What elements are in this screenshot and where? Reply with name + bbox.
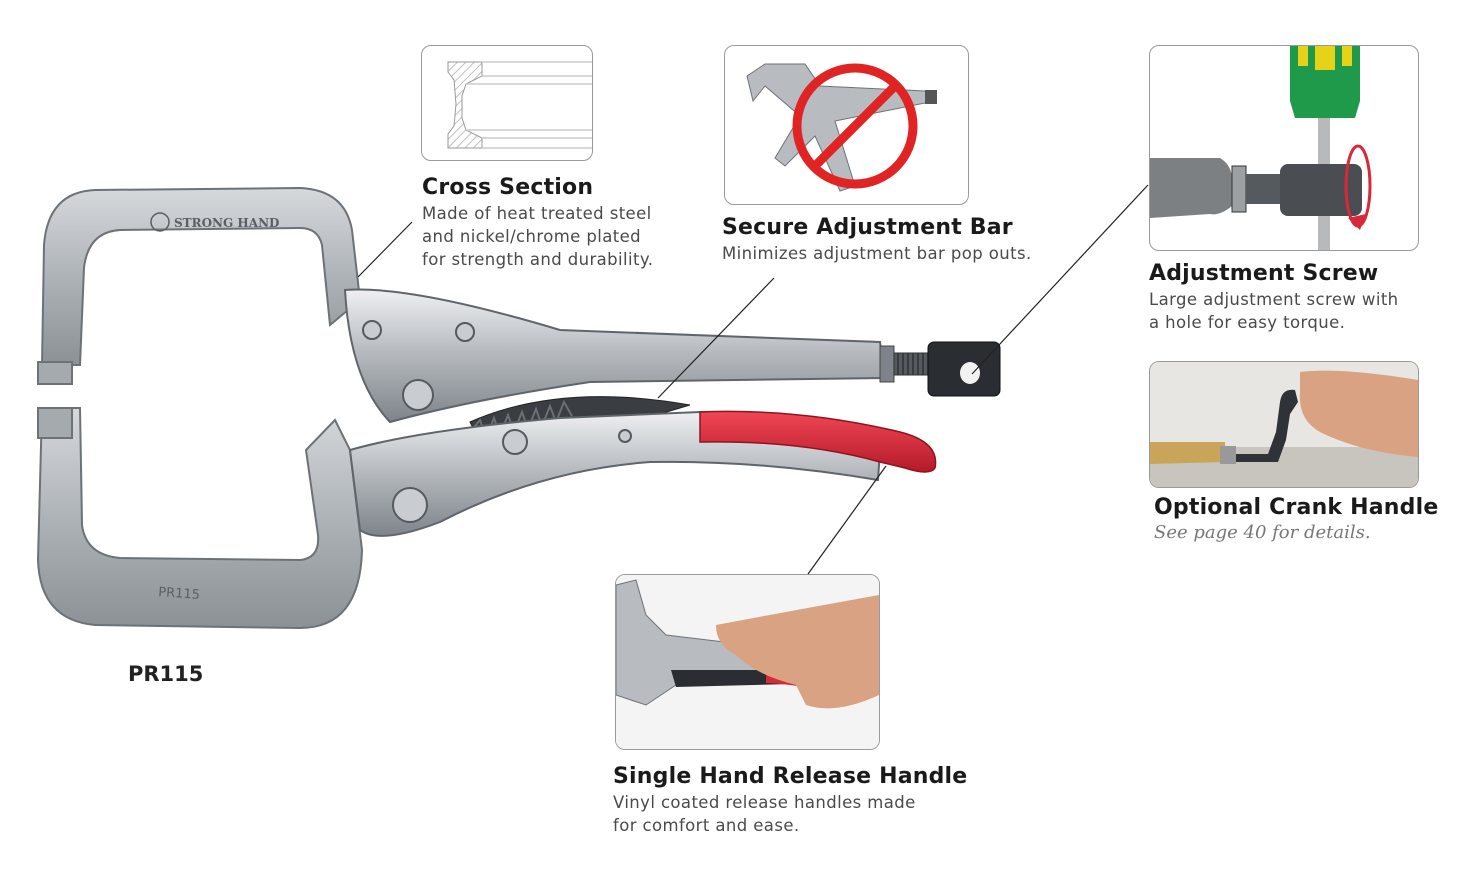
brand-logo-icon: [150, 212, 170, 232]
desc-line: Made of heat treated steel: [422, 204, 652, 223]
screw-hole: [960, 362, 980, 384]
cross-section-image: [421, 45, 593, 161]
feature-title-crank-handle: Optional Crank Handle: [1154, 495, 1439, 520]
hand-icon: [716, 595, 879, 709]
desc-line: Vinyl coated release handles made: [613, 793, 916, 812]
upper-jaw-tip: [37, 361, 73, 385]
upper-handle: [343, 288, 887, 424]
screw-nut: [879, 345, 895, 383]
crank-icon: [1236, 389, 1298, 462]
secure-bar-image: [724, 45, 969, 205]
feature-desc-cross-section: Made of heat treated steel and nickel/ch…: [422, 202, 653, 271]
adjustment-screw-image: [1149, 45, 1419, 251]
feature-note-crank-handle: See page 40 for details.: [1154, 522, 1371, 543]
feature-title-release-handle: Single Hand Release Handle: [613, 764, 968, 789]
release-handle-image: [615, 574, 880, 750]
feature-desc-adjustment-screw: Large adjustment screw with a hole for e…: [1149, 288, 1399, 334]
prohibited-icon: [792, 63, 918, 189]
desc-line: for comfort and ease.: [613, 816, 800, 835]
model-label: PR115: [128, 662, 204, 686]
hand-icon: [1299, 370, 1418, 457]
feature-title-cross-section: Cross Section: [422, 175, 594, 200]
feature-title-secure-bar: Secure Adjustment Bar: [722, 215, 1013, 240]
rivets: [362, 320, 632, 523]
feature-desc-release-handle: Vinyl coated release handles made for co…: [613, 791, 916, 837]
feature-title-adjustment-screw: Adjustment Screw: [1149, 261, 1379, 286]
desc-line: a hole for easy torque.: [1149, 313, 1346, 332]
upper-jaw: [40, 186, 362, 366]
crank-handle-image: [1149, 361, 1419, 488]
engraved-brand: STRONG HAND: [174, 216, 279, 230]
desc-line: Minimizes adjustment bar pop outs.: [722, 244, 1032, 263]
feature-desc-secure-bar: Minimizes adjustment bar pop outs.: [722, 242, 1032, 265]
engraved-model: PR115: [158, 585, 201, 603]
lower-jaw-tip: [37, 407, 73, 439]
desc-line: Large adjustment screw with: [1149, 290, 1399, 309]
locking-clamp-illustration: STRONG HAND PR115: [36, 186, 1001, 630]
desc-line: and nickel/chrome plated: [422, 227, 642, 246]
red-release-grip: [699, 410, 937, 473]
desc-line: for strength and durability.: [422, 250, 654, 269]
lower-jaw: [36, 407, 364, 630]
